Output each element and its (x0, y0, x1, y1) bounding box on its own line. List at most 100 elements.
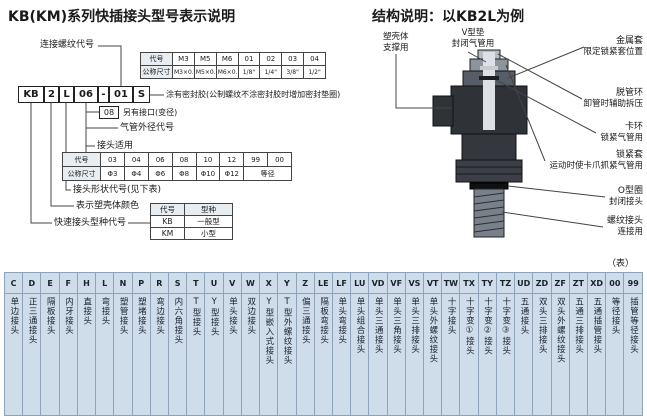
od-code-row: 代号 03 04 06 08 10 12 99 00 (62, 152, 292, 167)
shape-name-99: 插管等径接头 (623, 293, 643, 416)
shape-code-UD: UD (514, 272, 534, 294)
neck-part (461, 133, 517, 161)
od-size-cell-equal: 等径 (243, 166, 292, 181)
shape-name-D: 正三通接头 (22, 293, 42, 416)
thread-stud-part (473, 188, 505, 238)
type-code-label: 快速接头型种代号 (54, 218, 127, 228)
od-size-row-label: 公称尺寸 (62, 166, 101, 181)
plastic-shell-part (450, 85, 528, 135)
fitting-apply-label: 接头适用 (97, 141, 134, 151)
od-code-cell: 08 (171, 152, 197, 167)
shape-code-ZD: ZD (532, 272, 552, 294)
thread-size-cell: 1/8" (237, 65, 261, 79)
part-name: V型垫 (461, 28, 485, 38)
shape-code-00: 00 (605, 272, 625, 294)
thread-code-cell: M5 (193, 52, 217, 66)
thread-code-cell: 03 (281, 52, 305, 66)
shape-code-V: V (222, 272, 242, 294)
shape-name-TW: 十字接头 (441, 293, 461, 416)
part-desc: 支撑用 (383, 43, 409, 53)
shape-name-ZF: 双头外螺纹接头 (550, 293, 570, 416)
thread-code-row-label: 代号 (140, 52, 173, 66)
shape-name-VT: 单头外螺纹接头 (423, 293, 443, 416)
shape-code-H: H (76, 272, 97, 294)
model-segment-color: 2 (44, 86, 59, 103)
type-table-row: KB 一般型 (150, 215, 233, 228)
thread-size-cell: M5×0.8 (193, 65, 217, 79)
hex-part (455, 159, 523, 183)
type-kind-cell: 一般型 (184, 215, 233, 228)
shape-code-ZF: ZF (550, 272, 570, 294)
part-name: 卡环 (624, 122, 643, 132)
type-kind-header: 型种 (184, 203, 233, 216)
shape-name-R: 弯边接头 (149, 293, 169, 416)
shape-name-N: 塑管接头 (113, 293, 133, 416)
o-ring-label: O型圈 封闭接头 (609, 186, 643, 208)
od-size-cell: Φ6 (147, 166, 173, 181)
od-size-cell: Φ4 (123, 166, 149, 181)
od-code-cell: 04 (123, 152, 149, 167)
thread-size-cell: 1/4" (259, 65, 283, 79)
shape-code-LU: LU (350, 272, 370, 294)
od-code-cell: 12 (219, 152, 245, 167)
shape-code-LE: LE (313, 272, 333, 294)
o-ring-part (469, 182, 509, 190)
thread-code-row: 代号 M3 M5 M6 01 02 03 04 (140, 52, 326, 66)
shape-code-P: P (131, 272, 151, 294)
od-code-cell: 99 (243, 152, 269, 167)
snap-ring-part (479, 76, 499, 80)
v-gasket-part (480, 66, 498, 70)
thread-size-cell: 1/2" (303, 65, 326, 79)
part-name: 塑壳体 (383, 32, 409, 42)
shape-name-X: Y型嵌入式接头 (259, 293, 279, 416)
model-segment-dash: - (98, 86, 109, 103)
part-desc: 锁紧气管用 (600, 133, 643, 143)
shape-name-TZ: 十字变③接头 (495, 293, 516, 416)
shape-name-TX: 十字变①接头 (459, 293, 479, 416)
od-size-cell: Φ3 (100, 166, 125, 181)
thread-code-cell: 01 (237, 52, 261, 66)
left-section-title: KB(KM)系列快插接头型号表示说明 (8, 9, 236, 25)
thread-hatch (473, 192, 505, 233)
od-code-cell: 10 (195, 152, 221, 167)
lock-sleeve-part (469, 58, 509, 72)
model-segment-shape: L (59, 86, 74, 103)
part-desc: 卸管时辅助拆压 (583, 99, 643, 109)
thread-code-label: 连接螺纹代号 (40, 40, 95, 50)
shape-code-VS: VS (404, 272, 425, 294)
shape-name-XD: 五通插管接头 (586, 293, 607, 416)
shape-name-LU: 单头组合接头 (350, 293, 370, 416)
shape-name-P: 塑堵接头 (131, 293, 151, 416)
shape-code-VD: VD (368, 272, 388, 294)
shape-name-U: Y型接头 (204, 293, 224, 416)
shape-code-VF: VF (386, 272, 406, 294)
part-desc: 限定锁紧套位置 (583, 47, 643, 57)
part-name: 金属套 (615, 36, 643, 46)
metal-sleeve-label: 金属套 限定锁紧套位置 (583, 36, 643, 58)
shape-name-TY: 十字变②接头 (477, 293, 497, 416)
part-desc: 运动时使卡爪抓紧气管用 (549, 161, 643, 171)
od-size-cell: Φ10 (195, 166, 221, 181)
part-name: 脱管环 (615, 88, 643, 98)
shape-code-W: W (240, 272, 261, 294)
thread-code-cell: M3 (172, 52, 195, 66)
elbow-arm-part (432, 95, 454, 127)
type-code-cell: KB (150, 215, 185, 228)
shape-name-L: 弯接头 (95, 293, 115, 416)
lock-sleeve-label: 锁紧套 运动时使卡爪抓紧气管用 (549, 150, 643, 172)
thread-code-cell: M6 (215, 52, 239, 66)
shape-code-C: C (3, 272, 24, 294)
thread-code-table: 代号 M3 M5 M6 01 02 03 04 公称尺寸 M3×0.5 M5×0… (140, 52, 326, 79)
shape-name-S: 内六角接头 (167, 293, 188, 416)
shape-code-Z: Z (295, 272, 315, 294)
thread-size-cell: M6×0.75 (215, 65, 239, 79)
shape-code-Y: Y (277, 272, 297, 294)
tube-od-label: 气管外径代号 (120, 123, 175, 133)
shape-name-C: 单边接头 (3, 293, 24, 416)
type-code-cell: KM (150, 227, 185, 240)
type-code-table: 代号 型种 KB 一般型 KM 小型 (150, 203, 233, 240)
sealant-note: 涂有密封胶(公制螺纹不涂密封胶时增加密封垫圈) (166, 90, 341, 99)
shape-code-L: L (95, 272, 115, 294)
